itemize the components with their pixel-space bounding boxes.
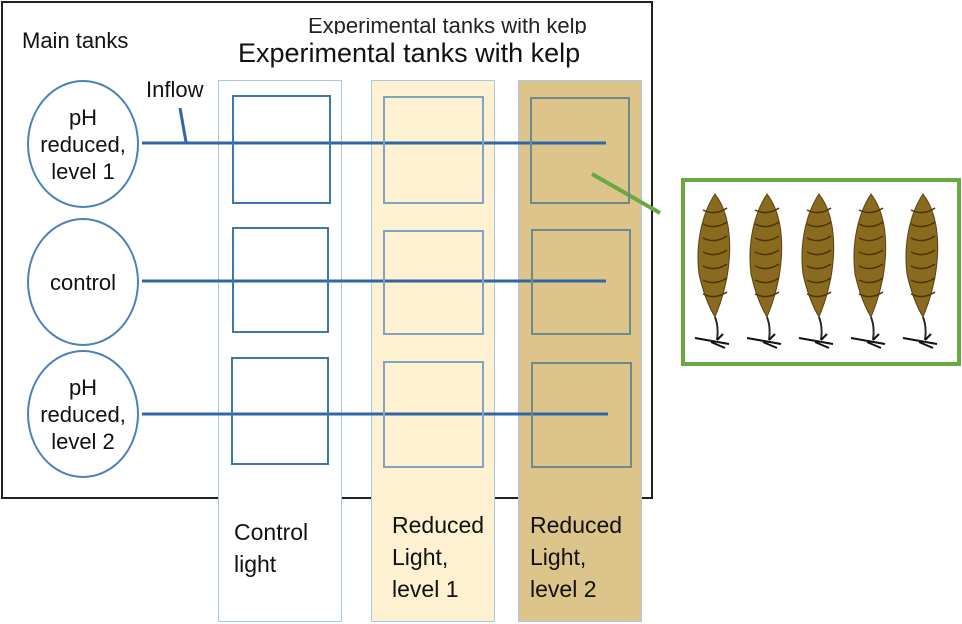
main-tank-control: control	[27, 218, 139, 346]
column-reduced-light-2	[518, 80, 642, 622]
inflow-pointer	[178, 107, 188, 143]
tank-control-row-3	[231, 357, 329, 465]
kelp-illustration	[694, 193, 939, 349]
title-ghost-text: Experimental tanks with kelp	[308, 18, 587, 34]
kelp-frond	[902, 193, 939, 349]
main-tank-ph-reduced-2: pH reduced, level 2	[27, 350, 139, 478]
tank-reduced-2-row-2	[531, 229, 631, 335]
kelp-illustration-box	[681, 178, 961, 366]
label-control-light: Control light	[234, 519, 309, 577]
kelp-frond	[850, 193, 887, 349]
inflow-label: Inflow	[146, 77, 204, 102]
tank-reduced-2-row-3	[531, 362, 632, 468]
kelp-frond	[798, 193, 835, 349]
main-tank-ph-reduced-1: pH reduced, level 1	[27, 80, 139, 208]
label-reduced-light-1: Reduced Light, level 1	[392, 512, 485, 602]
diagram-title: Experimental tanks with kelp	[238, 38, 581, 68]
tank-reduced-1-row-2	[383, 230, 484, 335]
kelp-frond	[694, 193, 731, 349]
tank-reduced-2-row-1	[530, 97, 630, 204]
tank-control-row-2	[232, 227, 329, 333]
kelp-connector	[591, 172, 661, 215]
tank-control-row-1	[232, 95, 331, 204]
tank-reduced-1-row-1	[383, 96, 484, 204]
column-control-light	[218, 80, 342, 622]
tank-reduced-1-row-3	[383, 361, 484, 468]
label-reduced-light-2: Reduced Light, level 2	[530, 512, 623, 602]
main-tanks-label: Main tanks	[22, 28, 129, 53]
column-reduced-light-1	[371, 80, 495, 622]
kelp-frond	[746, 193, 783, 349]
